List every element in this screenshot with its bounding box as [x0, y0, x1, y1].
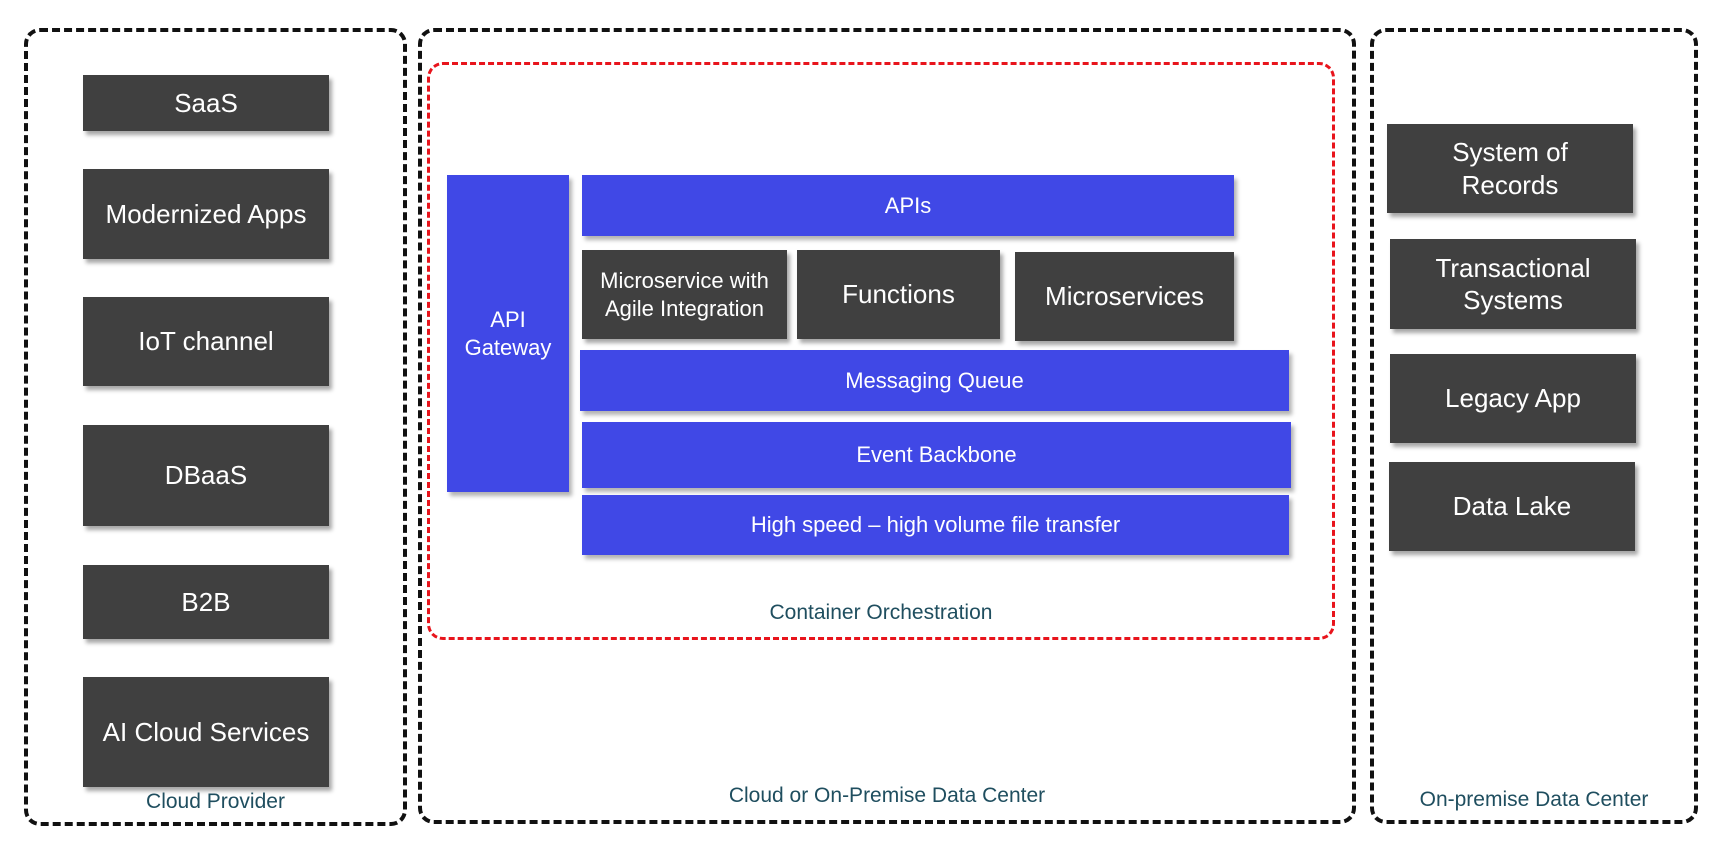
apis-box: APIs: [582, 175, 1234, 236]
cloud-provider-zone: [24, 28, 407, 826]
transactional-systems-box: Transactional Systems: [1390, 239, 1636, 329]
file-transfer-box: High speed – high volume file transfer: [582, 495, 1289, 555]
on-premise-label: On-premise Data Center: [1419, 788, 1649, 811]
data-center-zone: [418, 28, 1356, 824]
saas-box: SaaS: [83, 75, 329, 131]
api-gateway-box: API Gateway: [447, 175, 569, 492]
modernized-apps-box: Modernized Apps: [83, 169, 329, 259]
microservices-box: Microservices: [1015, 252, 1234, 341]
functions-box: Functions: [797, 250, 1000, 339]
legacy-app-box: Legacy App: [1390, 354, 1636, 443]
iot-channel-box: IoT channel: [83, 297, 329, 386]
data-center-label: Cloud or On-Premise Data Center: [728, 784, 1046, 807]
b2b-box: B2B: [83, 565, 329, 639]
data-lake-box: Data Lake: [1389, 462, 1635, 551]
container-orchestration-zone: [427, 62, 1335, 640]
on-premise-zone: [1370, 28, 1698, 824]
ai-cloud-services-box: AI Cloud Services: [83, 677, 329, 787]
messaging-queue-box: Messaging Queue: [580, 350, 1289, 411]
cloud-provider-label: Cloud Provider: [146, 790, 285, 813]
dbaas-box: DBaaS: [83, 425, 329, 526]
event-backbone-box: Event Backbone: [582, 422, 1291, 488]
microservice-agile-box: Microservice with Agile Integration: [582, 250, 787, 339]
container-orchestration-label: Container Orchestration: [769, 601, 993, 624]
system-of-records-box: System of Records: [1387, 124, 1633, 213]
